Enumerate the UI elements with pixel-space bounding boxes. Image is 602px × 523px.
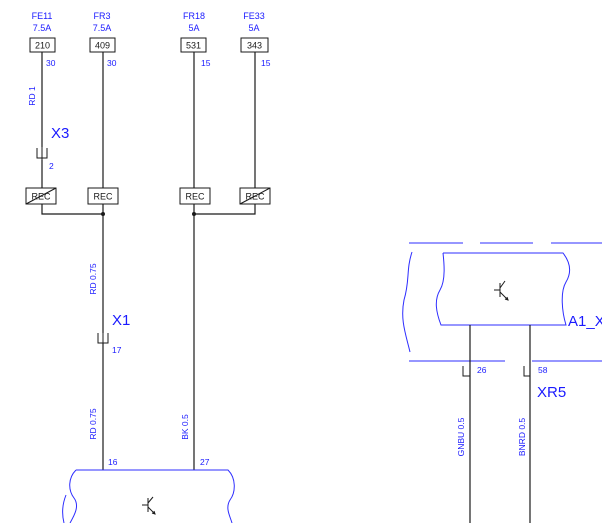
wire-label-rd075-lower: RD 0.75 (88, 408, 98, 439)
fuse-fe11[interactable]: FE11 7.5A 210 30 (29, 11, 56, 68)
rec-box-3[interactable]: REC (179, 187, 211, 205)
fuse-rating: 7.5A (33, 23, 52, 33)
rec-slash (239, 187, 271, 205)
fuse-pin: 15 (261, 58, 271, 68)
wire-label-bk05: BK 0.5 (180, 414, 190, 440)
rec-label: REC (185, 192, 205, 202)
module-a1-left-bracket (402, 251, 413, 353)
fuse-name: FR3 (93, 11, 110, 21)
wire-label-bnrd05: BNRD 0.5 (517, 418, 527, 457)
fuse-rating: 7.5A (93, 23, 112, 33)
connector-xr5[interactable]: 26 58 XR5 (462, 325, 566, 523)
rec-label: REC (245, 192, 265, 202)
connector-x3-icon (36, 147, 48, 161)
splice-right (194, 204, 256, 215)
fuse-fr3[interactable]: FR3 7.5A 409 30 (89, 11, 117, 68)
fuse-name: FR18 (183, 11, 205, 21)
fuse-box-number: 210 (35, 41, 50, 51)
module-pin-left: 16 (108, 457, 118, 467)
rec-label: REC (31, 192, 51, 202)
connector-pin-left: 26 (477, 365, 487, 375)
bottom-module-outline (69, 469, 235, 523)
transistor-icon (142, 496, 156, 515)
rec-slash (25, 187, 57, 205)
module-a1-label: A1_X (568, 313, 602, 330)
fuse-pin: 15 (201, 58, 211, 68)
module-pin-right: 27 (200, 457, 210, 467)
connector-pin-right: 58 (538, 365, 548, 375)
fuse-box-number: 531 (186, 41, 201, 51)
xr5-bracket-left (462, 366, 470, 377)
rec-box-1[interactable]: REC (25, 187, 57, 205)
connector-x1-icon (97, 332, 109, 345)
fuse-rating: 5A (248, 23, 259, 33)
fuse-fe33[interactable]: FE33 5A 343 15 (240, 11, 271, 68)
fuse-pin: 30 (46, 58, 56, 68)
xr5-bracket-right (523, 366, 530, 377)
fuse-fr18[interactable]: FR18 5A 531 15 (180, 11, 211, 68)
transistor-icon (494, 280, 509, 301)
connector-label: X1 (112, 312, 130, 329)
connector-x1[interactable]: X1 17 (97, 312, 130, 355)
connector-label: X3 (51, 125, 69, 142)
bottom-module-left-edge (62, 494, 67, 523)
fuse-box-number: 343 (247, 41, 262, 51)
wire-label-gnbu05: GNBU 0.5 (456, 417, 466, 456)
fuse-name: FE33 (243, 11, 265, 21)
wire-label-rd075-upper: RD 0.75 (88, 263, 98, 294)
connector-x3[interactable]: X3 2 (36, 125, 69, 171)
connector-pin: 17 (112, 345, 122, 355)
fuse-box-number: 409 (95, 41, 110, 51)
rec-box-4[interactable]: REC (239, 187, 271, 205)
connector-pin: 2 (49, 161, 54, 171)
fuse-name: FE11 (32, 11, 53, 21)
connector-label: XR5 (537, 384, 566, 401)
fuse-rating: 5A (188, 23, 199, 33)
fuse-pin: 30 (107, 58, 117, 68)
bottom-module[interactable] (62, 469, 235, 523)
module-a1-outline (435, 252, 571, 326)
rec-box-2[interactable]: REC (87, 187, 119, 205)
wire-label-rd1: RD 1 (27, 86, 37, 106)
rec-label: REC (93, 192, 113, 202)
rec-frame (179, 187, 211, 205)
module-a1[interactable]: A1_X (402, 242, 602, 362)
splice-left (41, 204, 103, 215)
